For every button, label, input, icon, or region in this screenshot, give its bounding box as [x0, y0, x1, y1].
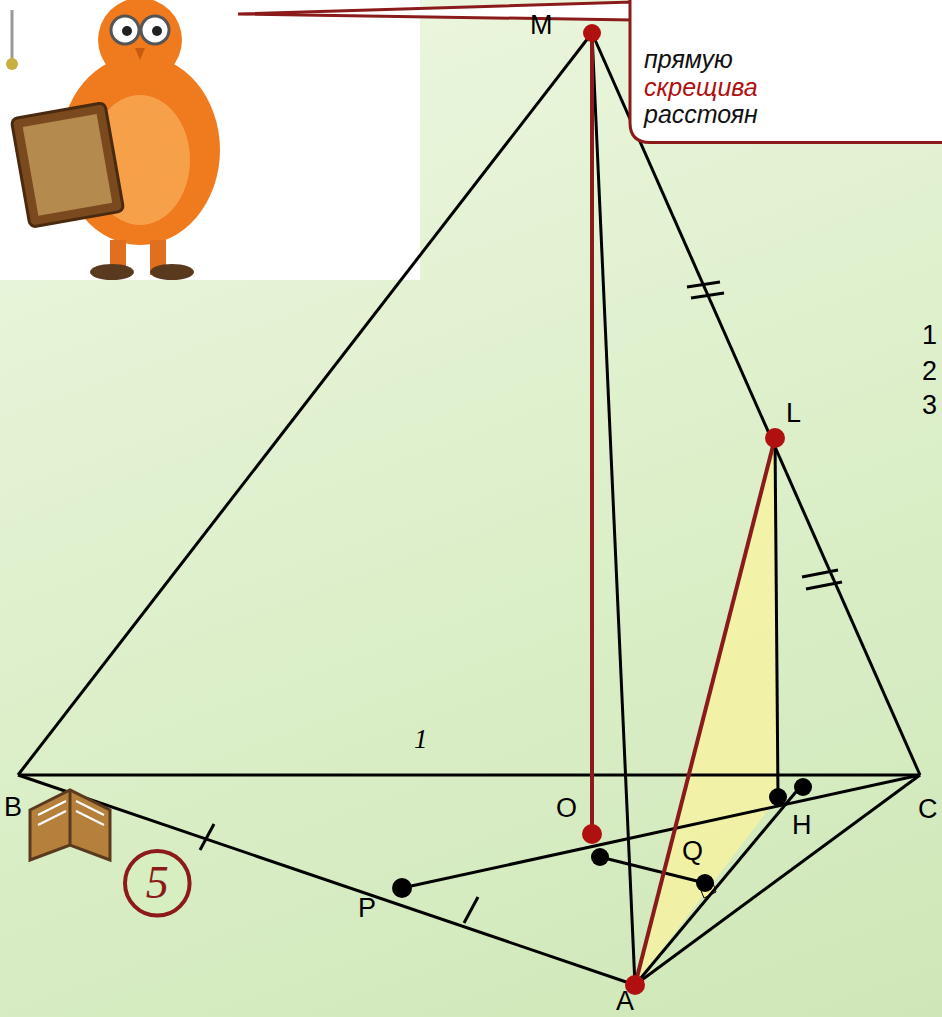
tick-marks [200, 282, 842, 923]
step-number: 1 [922, 322, 937, 349]
badge-number: 5 [146, 858, 169, 909]
owl-picture [6, 0, 220, 280]
book-icon [30, 790, 110, 860]
point-label: Q [682, 838, 703, 865]
point-label: H [792, 812, 812, 839]
points [392, 24, 812, 995]
bubble-pointer [238, 2, 632, 20]
shaded-triangle [635, 438, 778, 985]
owl-panel [0, 0, 420, 280]
point-label: C [918, 796, 938, 823]
bubble-text: скрещива [644, 74, 942, 102]
pyramid-edges [18, 33, 920, 985]
step-number: 3 [922, 392, 937, 419]
point-label: O [556, 795, 577, 822]
point-label: L [786, 400, 801, 427]
point-label: M [530, 12, 553, 39]
length-label: 1 [414, 726, 428, 753]
point-label: A [616, 988, 634, 1015]
red-segments [592, 33, 775, 985]
point-label: B [4, 794, 22, 821]
speech-bubble: прямуюскрещиварасстоян [628, 0, 942, 145]
number-badge: 5 [122, 848, 193, 919]
bubble-text: прямую [644, 46, 942, 74]
point-label: P [358, 895, 376, 922]
bubble-text: расстоян [644, 101, 942, 129]
step-number: 2 [922, 358, 937, 385]
